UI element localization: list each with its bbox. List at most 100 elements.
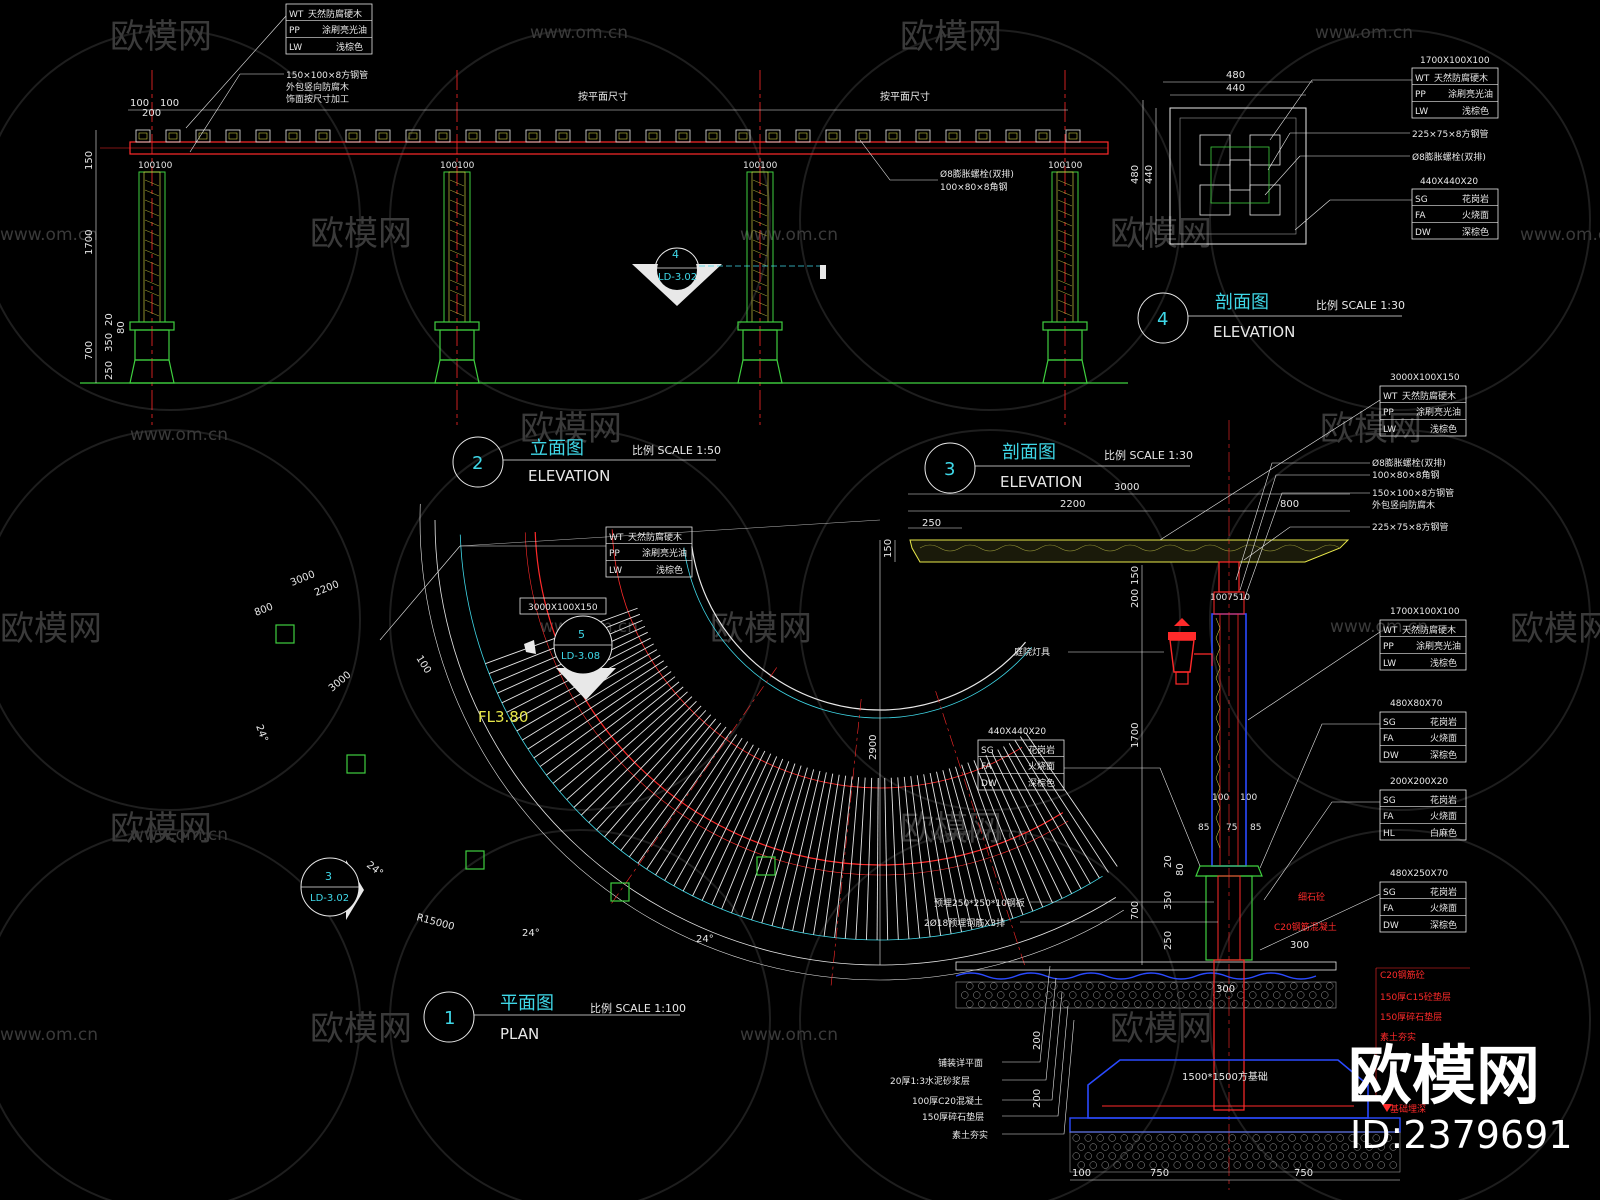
watermark-logo: 欧模网 [310,214,412,254]
gravel [1086,1000,1094,1008]
title-cn: 剖面图 [1215,292,1269,313]
plan-slat [596,710,707,831]
plan-slat [559,686,684,792]
rafter-inner [618,132,628,140]
dim-80: 80 [1175,863,1186,876]
gravel [1110,982,1118,990]
gravel [1278,982,1286,990]
rafter-inner [768,132,778,140]
dim-spacing-a: 按平面尺寸 [578,90,628,103]
section-ref-marker-3[interactable]: 3 LD-3.02 [300,857,364,920]
rafter-inner [168,132,178,140]
gravel [1096,1152,1104,1160]
gravel [1074,1000,1082,1008]
gravel [1278,1000,1286,1008]
gravel [1324,1134,1332,1142]
gravel [1192,1134,1200,1142]
gravel [1182,982,1190,990]
note-pipe-1: 150×100×8方钢管 [286,69,368,81]
plan-slat [876,777,879,940]
dim-100100-b: 100100 [440,161,475,171]
dim-100100-d: 100100 [1048,161,1083,171]
plan-slat [955,766,1004,922]
foundation-note-4: 素土夯实 [1380,1031,1416,1043]
ref-sheet: LD-3.02 [658,272,697,283]
gravel [1269,1143,1277,1151]
column-hatch [1057,189,1073,197]
note-pipe: 225×75×8方钢管 [1412,128,1488,140]
gravel [1086,982,1094,990]
watermark-ring [0,429,361,811]
gravel [1084,1134,1092,1142]
plan-slat [792,772,827,931]
spec-stone: 440X440X20 [1420,177,1478,187]
rafter-inner [198,132,208,140]
gravel [1185,1161,1193,1169]
plan-slats [275,607,1118,940]
plan-dim-arc [434,519,1117,966]
gravel [1309,991,1317,999]
gravel [1144,1134,1152,1142]
section-ref-marker-5[interactable]: 5 LD-3.08 [524,615,616,700]
column-hatch [144,229,160,237]
dim-100100-a: 100100 [138,161,173,171]
note-top-4: 外包竖向防腐木 [1372,499,1435,511]
plan-slat [781,770,821,929]
rafter-inner [288,132,298,140]
watermark-url: www.om.cn [740,1025,838,1045]
title-plan-1: 1 平面图 PLAN 比例 SCALE 1:100 [423,991,686,1043]
gravel [1336,1152,1344,1160]
title-number: 1 [444,1008,455,1029]
legend-table-sec3-wood: WT 天然防腐硬木 PP 涂刷亮光油 LW 浅棕色 [1379,619,1467,671]
column-hatch [144,199,160,207]
watermark-ring [0,829,361,1200]
dim-2900: 2900 [868,735,879,760]
foundation-note-1: C20钢筋砼 [1380,969,1425,981]
rafter [525,129,541,143]
gravel [1009,991,1017,999]
gravel [1149,1143,1157,1151]
dim-2200: 2200 [313,579,341,599]
column-hatch [144,259,160,267]
dim-1700: 1700 [1130,723,1141,748]
plan-dim-arc-2 [419,503,1124,981]
plan-slat [546,676,676,776]
note-bolt: Ø8膨胀螺栓(双排) [1412,151,1486,163]
plan-slat [588,705,702,823]
rafter-inner [1068,132,1078,140]
legend-text: 深棕色 [1430,749,1457,761]
watermark-url: www.om.cn [0,1025,98,1045]
dim-angle-4: 24° [696,934,714,945]
gravel [1069,991,1077,999]
dim-100: 100 [413,654,432,676]
rafter-inner [978,132,988,140]
gravel [1288,1134,1296,1142]
column-hatch [144,309,160,317]
gravel [1353,1143,1361,1151]
gravel [1050,982,1058,990]
watermark-ring [0,29,361,411]
gravel [1341,1143,1349,1151]
gravel [1269,1161,1277,1169]
gravel [1101,1161,1109,1169]
spec-stone1: 440X440X20 [988,727,1046,737]
gravel [1384,1134,1392,1142]
gravel [1348,1134,1356,1142]
column-hatch [449,229,465,237]
title-number: 2 [472,453,483,474]
section-ref-marker-4[interactable]: 4 LD-3.02 [632,247,826,306]
legend-code: WT [289,10,304,20]
legend-text: 花岗岩 [1462,193,1489,205]
gravel [1033,991,1041,999]
title-en: ELEVATION [528,467,610,485]
level-label: FL3.80 [478,708,528,726]
plan-post [610,882,630,902]
spec-wood: 1700X100X100 [1420,56,1490,66]
gravel [1062,1000,1070,1008]
gravel [1237,991,1245,999]
note-rebar: 2Ø18预埋钢筋X3排 [924,917,1005,929]
dim-75: 75 [1226,823,1237,833]
column-hatch [752,209,768,217]
gravel [1297,991,1305,999]
dim-440: 440 [1226,83,1245,94]
